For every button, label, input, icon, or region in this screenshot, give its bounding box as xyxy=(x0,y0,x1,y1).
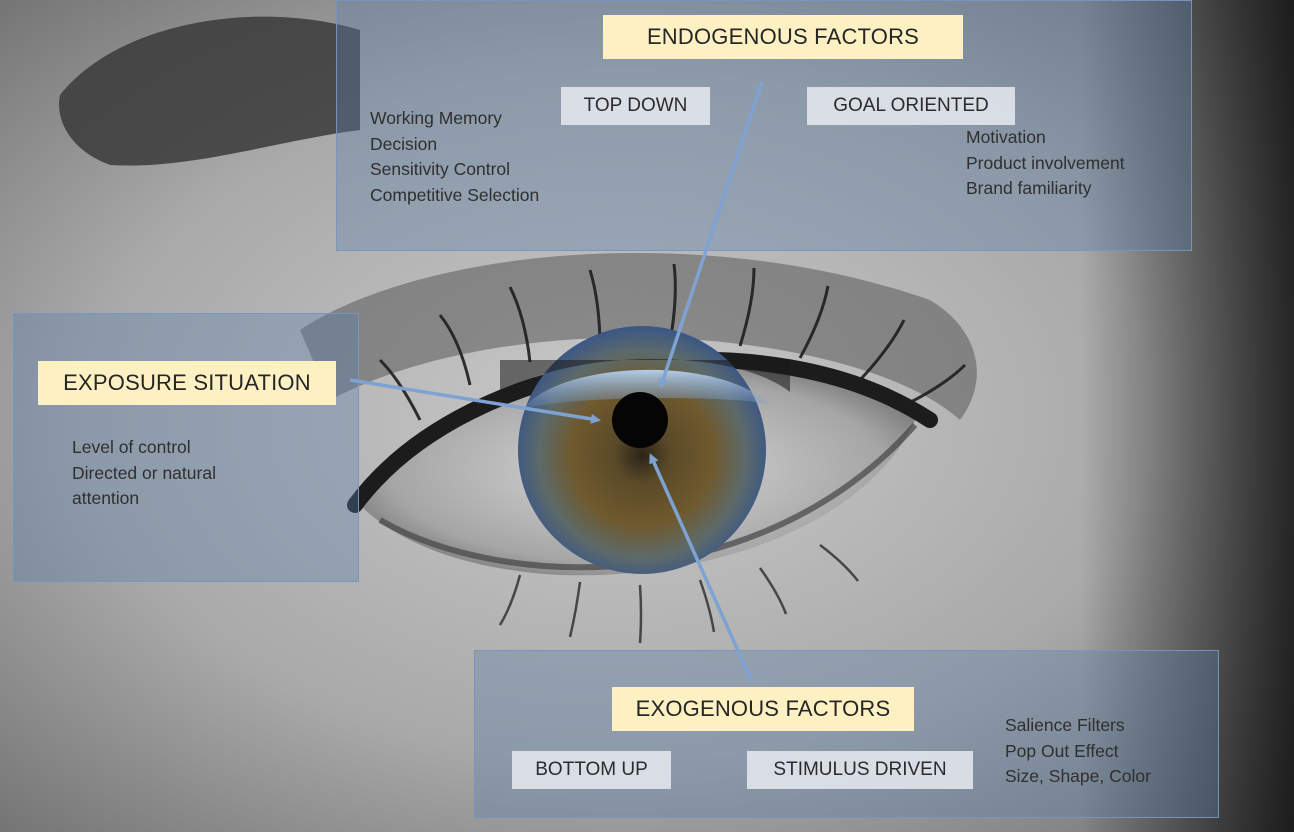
list-item: Working Memory xyxy=(370,106,539,132)
goal-oriented-label: GOAL ORIENTED xyxy=(807,87,1015,125)
list-item: Decision xyxy=(370,132,539,158)
bottom-up-label: BOTTOM UP xyxy=(512,751,671,789)
list-item: attention xyxy=(72,486,216,512)
list-item: Competitive Selection xyxy=(370,183,539,209)
endogenous-factors-title: ENDOGENOUS FACTORS xyxy=(603,15,963,59)
list-item: Salience Filters xyxy=(1005,713,1151,739)
list-item: Product involvement xyxy=(966,151,1125,177)
list-item: Size, Shape, Color xyxy=(1005,764,1151,790)
stimulus-driven-label: STIMULUS DRIVEN xyxy=(747,751,973,789)
list-item: Sensitivity Control xyxy=(370,157,539,183)
list-item: Pop Out Effect xyxy=(1005,739,1151,765)
list-item: Directed or natural xyxy=(72,461,216,487)
list-item: Motivation xyxy=(966,125,1125,151)
exposure-list: Level of control Directed or natural att… xyxy=(72,435,216,512)
top-down-label: TOP DOWN xyxy=(561,87,710,125)
endogenous-right-list: Motivation Product involvement Brand fam… xyxy=(966,125,1125,202)
list-item: Brand familiarity xyxy=(966,176,1125,202)
endogenous-left-list: Working Memory Decision Sensitivity Cont… xyxy=(370,106,539,208)
exogenous-factors-title: EXOGENOUS FACTORS xyxy=(612,687,914,731)
exogenous-list: Salience Filters Pop Out Effect Size, Sh… xyxy=(1005,713,1151,790)
exposure-situation-title: EXPOSURE SITUATION xyxy=(38,361,336,405)
list-item: Level of control xyxy=(72,435,216,461)
